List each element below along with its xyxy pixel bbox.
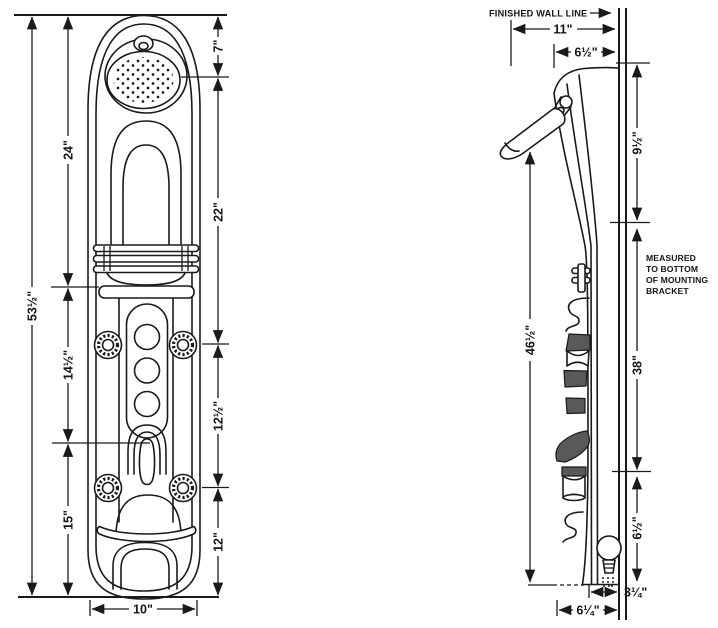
side-jet-icon — [563, 369, 588, 388]
shelf-ledge — [98, 285, 195, 299]
dim-showerhead-height-label: 46½" — [523, 325, 537, 355]
dim-base-depth-label: 6¼" — [576, 603, 599, 617]
dim-showerhead-to-wall: 11" — [510, 20, 616, 66]
dim-shelf-to-diverter: 14½" — [60, 287, 76, 443]
dim-bracket-height: 38" — [612, 228, 651, 473]
dim-panel-top-depth-label: 6½" — [574, 45, 597, 59]
dim-showerhead-height: 46½" — [522, 151, 538, 583]
front-dimensions: 53½" 24" 14½" — [24, 16, 229, 617]
side-fittings — [555, 333, 591, 543]
diverter-lever-icon — [127, 424, 167, 486]
panel-front-outline — [87, 14, 201, 600]
finished-wall-line-callout: FINISHED WALL LINE — [489, 7, 612, 19]
dim-top-to-shelf-label: 24" — [61, 140, 75, 160]
mounting-note-line: BRACKET — [646, 286, 689, 296]
dim-shelf-to-diverter-label: 14½" — [61, 350, 75, 380]
body-jet-icon — [168, 330, 198, 360]
tub-spout-side-icon — [561, 466, 587, 502]
dim-top-to-bracket-label: 9½" — [630, 131, 644, 154]
control-knob — [133, 357, 161, 384]
dim-panel-top-depth: 6½" — [553, 44, 616, 68]
dim-jets-spacing-label: 12½" — [211, 401, 225, 431]
control-knob — [133, 390, 161, 418]
dim-spout-section-label: 6½" — [630, 516, 644, 539]
bottom-knob-icon — [596, 535, 622, 587]
dim-jets-to-bottom: 12" — [210, 488, 226, 596]
side-jet-icon — [565, 397, 586, 415]
side-dimensions: FINISHED WALL LINE 11" 6½" — [489, 7, 708, 618]
body-jet-icon — [93, 473, 123, 503]
dim-panel-width-label: 10" — [133, 602, 153, 616]
dim-diverter-to-bottom: 15" — [60, 443, 76, 596]
wall-line — [618, 8, 627, 620]
dim-jets-spacing: 12½" — [210, 344, 226, 487]
dim-base-depth: 6¼" — [556, 600, 618, 618]
body-jet-icon — [93, 330, 123, 360]
mounting-bracket-icon — [565, 263, 591, 332]
mounting-note-line: OF MOUNTING — [646, 275, 708, 285]
dim-spout-to-wall: 3¼" — [588, 585, 647, 599]
shelf-rails-icon — [92, 244, 200, 299]
dim-top-to-bracket: 9½" — [610, 62, 650, 224]
spray-dots — [602, 577, 614, 587]
dim-jets-to-bottom-label: 12" — [211, 532, 225, 552]
side-jet-icon — [565, 333, 591, 352]
panel-side-profile — [553, 66, 620, 586]
dim-panel-width: 10" — [91, 602, 196, 617]
side-lever-handle-icon — [555, 430, 590, 463]
dim-spout-to-wall-label: 3¼" — [624, 585, 647, 599]
body-jet-icon — [168, 473, 198, 503]
mounting-note-line: MEASURED — [646, 253, 696, 263]
mounting-note: MEASURED TO BOTTOM OF MOUNTING BRACKET — [646, 253, 708, 296]
dim-showerhead-to-jets: 22" — [210, 77, 226, 344]
dim-top-to-showerhead: 7" — [210, 16, 226, 77]
front-view: 53½" 24" 14½" — [14, 14, 229, 617]
dim-spout-section: 6½" — [629, 476, 645, 582]
dim-diverter-to-bottom-label: 15" — [61, 510, 75, 530]
side-view: FINISHED WALL LINE 11" 6½" — [489, 7, 708, 620]
dim-showerhead-to-wall-label: 11" — [553, 22, 572, 36]
dim-total-height: 53½" — [24, 16, 40, 596]
upper-recess-arch — [106, 120, 186, 286]
mounting-note-line: TO BOTTOM — [646, 264, 698, 274]
dim-top-to-shelf: 24" — [60, 16, 76, 287]
dim-bracket-height-label: 38" — [630, 355, 644, 375]
body-jets — [93, 330, 198, 503]
tub-spout-front-icon — [96, 494, 197, 590]
dim-showerhead-to-jets-label: 22" — [211, 202, 225, 222]
dim-total-height-label: 53½" — [25, 291, 39, 321]
control-knob — [133, 323, 161, 351]
showerhead-side-icon — [499, 95, 573, 160]
showerhead-front-icon — [104, 35, 188, 114]
finished-wall-line-label: FINISHED WALL LINE — [489, 9, 587, 19]
dim-top-to-showerhead-label: 7" — [211, 39, 225, 52]
